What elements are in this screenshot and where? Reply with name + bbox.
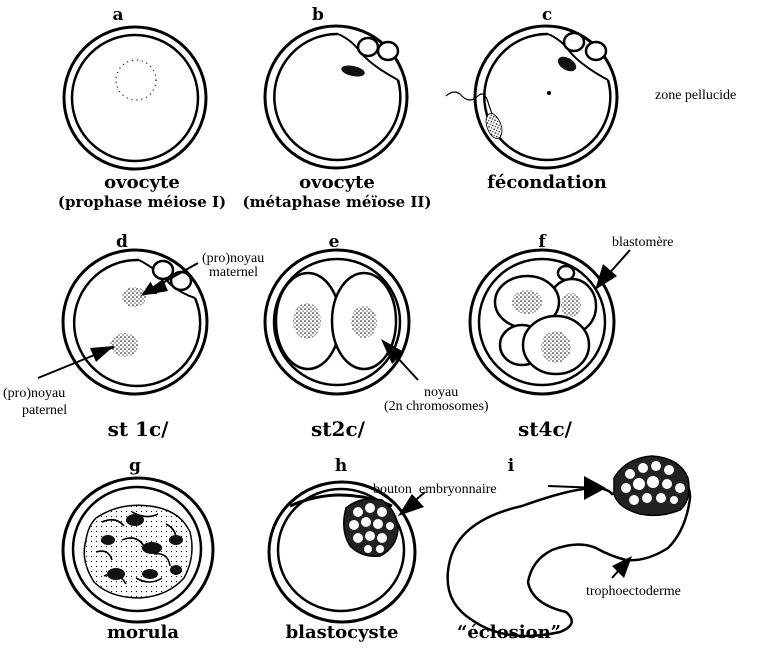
zone-pellucide-label: zone pellucide [655,88,736,103]
panel-h-caption: blastocyste [286,622,399,643]
panel-a-caption: ovocyte [104,172,180,193]
paternal-pronucleus [110,333,138,357]
arrowhead-bouton-i [584,476,606,500]
panel-b: b ovocyte (métaphase méïose II) [243,5,432,211]
germinal-vesicle-a [116,60,156,100]
panel-a: a ovocyte (prophase méiose I) [58,5,226,211]
metaphase-spindle-b [340,64,366,79]
zona-pellucida-a [64,27,206,169]
nucleus-e-left [293,303,321,339]
noyau-label-2: (2n chromosomes) [384,399,489,414]
trophoectoderme-label: trophoectoderme [586,584,681,599]
panel-i-letter: i [508,456,515,476]
inner-cell-mass-i [614,456,689,515]
panel-b-caption: ovocyte [299,172,375,193]
pronoyau-maternel-label-2: maternel [209,265,258,280]
panel-g-caption: morula [107,622,179,643]
panel-h-letter: h [335,456,347,476]
arrowhead-maternel [140,279,168,296]
panel-c-caption: fécondation [487,172,607,193]
panel-e: e noyau (2n chromosomes) st2c/ [265,232,489,441]
arrowhead-paternel [90,346,114,362]
pronoyau-maternel-label-1: (pro)noyau [202,251,264,266]
blastomere-label: blastomère [612,235,673,250]
panel-e-stage: st2c/ [311,417,366,441]
nucleus-f-3 [541,331,571,363]
inner-cell-mass-h [344,499,398,556]
nucleus-e-right [351,306,377,338]
polar-body-c-1 [564,33,584,51]
maternal-pronucleus [122,287,146,307]
panel-a-letter: a [112,5,123,25]
panel-b-subcaption: (métaphase méïose II) [243,193,432,211]
panel-d-letter: d [116,232,128,252]
panel-a-subcaption: (prophase méiose I) [58,193,226,211]
panel-c: c fécondation zone pellucide [446,5,736,193]
noyau-label-1: noyau [424,385,458,400]
center-dot-c [547,91,551,95]
morula-cell-mass [84,505,192,598]
nucleus-f-1 [512,290,542,314]
polar-body-b-2 [378,42,398,60]
polar-body-d-2 [171,272,191,290]
zona-pellucida-h [269,482,415,622]
panel-i-caption: “éclosion” [457,622,561,643]
bouton-embryonnaire-label: bouton embryonnaire [373,482,497,497]
panel-g-letter: g [129,456,141,476]
panel-f: f blastomère st4c/ [470,232,673,441]
panel-f-stage: st4c/ [518,417,573,441]
panel-g: g morula [63,456,213,643]
polar-body-b-1 [358,38,378,56]
nucleus-f-2 [561,293,581,317]
pronoyau-paternel-label-2: paternel [22,403,67,418]
pronoyau-paternel-label-1: (pro)noyau [3,386,65,401]
panel-d-stage: st 1c/ [108,417,170,441]
panel-b-letter: b [312,5,324,25]
polar-body-d-1 [153,261,173,279]
panel-d: d (pro)noyau maternel (pro)noyau paterne… [3,232,264,441]
panel-c-letter: c [542,5,552,25]
polar-body-c-2 [586,42,606,60]
oocyte-membrane-a [72,35,198,161]
